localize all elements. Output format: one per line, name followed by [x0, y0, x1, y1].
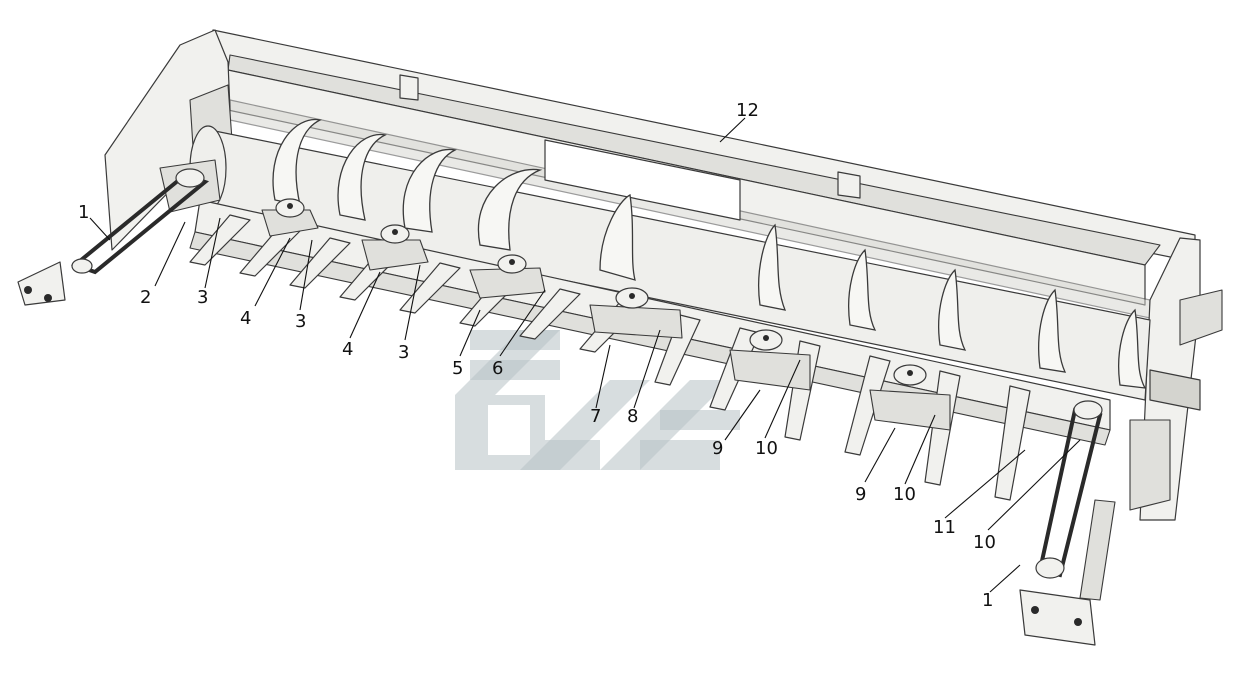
callout-labels: 1 2 3 3 3 4 4 5 6 7 8 9 9 10 10 10 11 1 … — [78, 100, 996, 611]
leader-lines — [89, 117, 1081, 593]
callout-3-b: 3 — [295, 311, 306, 332]
callout-5: 5 — [452, 358, 463, 379]
hub-1 — [261, 198, 319, 237]
callout-11: 11 — [933, 517, 956, 538]
hub-4 — [589, 287, 683, 339]
callout-6: 6 — [492, 358, 503, 379]
callout-10-c: 10 — [973, 532, 996, 553]
right-side-panel — [1129, 237, 1223, 521]
left-chain-drive — [17, 159, 221, 306]
hub-3 — [469, 254, 546, 299]
callout-4-b: 4 — [342, 339, 353, 360]
hub-2 — [361, 224, 429, 271]
callout-4-a: 4 — [240, 308, 251, 329]
callout-10-a: 10 — [755, 438, 778, 459]
callout-3-a: 3 — [197, 287, 208, 308]
hub-6 — [869, 364, 951, 431]
auger-flights — [272, 118, 1147, 389]
hub-5 — [729, 329, 811, 391]
callout-9-b: 9 — [855, 484, 866, 505]
callout-3-c: 3 — [398, 342, 409, 363]
callout-7: 7 — [590, 406, 601, 427]
callout-1-left: 1 — [78, 202, 89, 223]
callout-2: 2 — [140, 287, 151, 308]
callout-10-b: 10 — [893, 484, 916, 505]
callout-12: 12 — [736, 100, 759, 121]
drive-hubs — [261, 198, 951, 431]
callout-8: 8 — [627, 406, 638, 427]
header-back-wall — [204, 29, 1196, 319]
callout-9-a: 9 — [712, 438, 723, 459]
callout-1-right: 1 — [982, 590, 993, 611]
right-chain-drive — [1019, 400, 1116, 646]
